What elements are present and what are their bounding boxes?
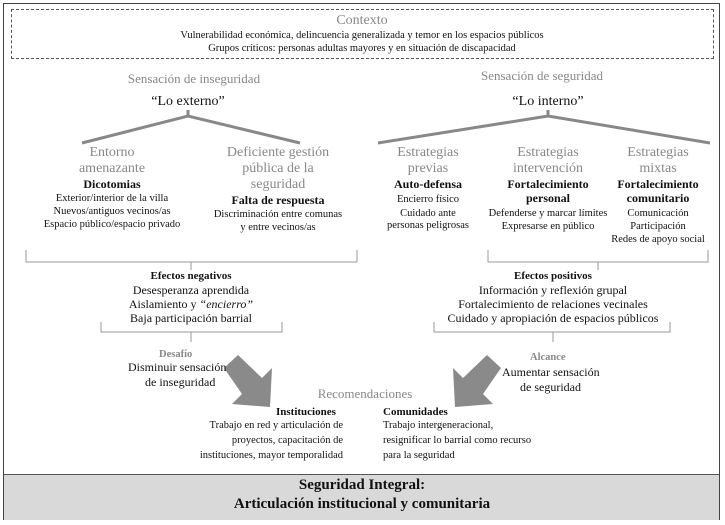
prior-strategies-title-1: Estrategias — [397, 145, 459, 160]
dichotomy-item-1: Exterior/interior de la villa — [55, 193, 169, 204]
recommendations-title: Recomendaciones — [317, 386, 413, 401]
community-strengthening-subtitle-1: Fortalecimiento — [617, 177, 699, 191]
response-item-1: Discriminación entre comunas — [213, 209, 343, 220]
communities-title: Comunidades — [383, 406, 448, 418]
scope-line-2: de seguridad — [520, 380, 581, 394]
challenge-line-2: de inseguridad — [145, 375, 216, 389]
positive-effect-1: Información y reflexión grupal — [478, 283, 628, 297]
external-theme: “Lo externo” — [151, 94, 225, 109]
right-bottom-brace — [433, 322, 671, 333]
dichotomies-subtitle: Dicotomias — [83, 177, 141, 191]
personal-strengthening-subtitle-2: personal — [525, 191, 571, 205]
right-recommendation-arrow — [453, 355, 501, 407]
community-strengthening-subtitle-2: comunitario — [626, 191, 690, 205]
left-top-brace — [25, 250, 358, 263]
negative-effect-1: Desesperanza aprendida — [132, 283, 250, 297]
left-tree-connector — [81, 114, 301, 145]
communities-line-1: Trabajo intergeneracional, — [383, 420, 494, 431]
footer-line-2: Articulación institucional y comunitaria — [233, 496, 491, 512]
negative-effect-2: Aislamiento y “encierro” — [128, 297, 254, 311]
self-defense-item-3: personas peligrosas — [387, 220, 469, 231]
self-defense-item-2: Cuidado ante — [400, 208, 456, 219]
challenge-line-1: Disminuir sensación — [128, 360, 227, 374]
community-item-1: Comunicación — [627, 208, 689, 219]
mixed-strategies-title-1: Estrategias — [627, 145, 689, 160]
integral-security-footer — [4, 474, 719, 520]
positive-effect-3: Cuidado y apropiación de espacios públic… — [447, 311, 659, 325]
threat-environment-title-2: amenazante — [78, 161, 146, 176]
self-defense-item-1: Encierro físico — [396, 194, 460, 205]
personal-item-1: Defenderse y marcar límites — [488, 208, 608, 219]
challenge-title: Desafío — [159, 349, 193, 360]
lack-of-response-subtitle: Falta de respuesta — [231, 193, 325, 207]
institutions-line-1: Trabajo en red y articulación de — [209, 420, 343, 431]
scope-title: Alcance — [530, 352, 566, 363]
right-tree-connector — [377, 114, 711, 145]
right-top-brace — [487, 250, 709, 263]
footer-line-1: Seguridad Integral: — [298, 477, 426, 493]
scope-line-1: Aumentar sensación — [502, 365, 600, 379]
intervention-strategies-title-1: Estrategias — [517, 145, 579, 160]
communities-line-3: para la seguridad — [383, 450, 455, 461]
public-management-title-1: Deficiente gestión — [226, 145, 330, 160]
community-item-2: Participación — [630, 221, 686, 232]
prior-strategies-title-2: previas — [407, 161, 449, 176]
internal-theme: “Lo interno” — [512, 94, 584, 109]
mixed-strategies-title-2: mixtas — [639, 161, 677, 176]
public-management-title-3: seguridad — [250, 177, 306, 192]
dichotomy-item-2: Nuevos/antiguos vecinos/as — [53, 206, 171, 217]
self-defense-subtitle: Auto-defensa — [394, 177, 462, 191]
dichotomy-item-3: Espacio público/espacio privado — [43, 219, 181, 230]
institutions-line-2: proyectos, capacitación de — [231, 435, 343, 446]
response-item-2: y entre vecinos/as — [240, 222, 316, 233]
community-item-3: Redes de apoyo social — [611, 234, 705, 245]
context-box — [11, 9, 714, 59]
positive-effect-2: Fortalecimiento de relaciones vecinales — [458, 297, 648, 311]
insecurity-heading: Sensación de inseguridad — [127, 71, 261, 86]
security-heading: Sensación de seguridad — [480, 68, 604, 83]
communities-line-2: resignificar lo barrial como recurso — [383, 435, 532, 446]
context-line-2: Grupos críticos: personas adultas mayore… — [208, 43, 516, 54]
public-management-title-2: pública de la — [242, 161, 314, 176]
personal-item-2: Expresarse en público — [501, 221, 595, 232]
context-line-1: Vulnerabilidad económica, delincuencia g… — [180, 30, 544, 41]
negative-effect-3: Baja participación barrial — [130, 311, 252, 325]
threat-environment-title-1: Entorno — [89, 145, 135, 160]
positive-effects-title: Efectos positivos — [514, 270, 592, 282]
left-recommendation-arrow — [224, 355, 272, 407]
institutions-line-3: instituciones, mayor temporalidad — [199, 450, 343, 461]
negative-effects-title: Efectos negativos — [150, 270, 232, 282]
intervention-strategies-title-2: intervención — [513, 161, 583, 176]
context-title: Contexto — [336, 13, 388, 28]
personal-strengthening-subtitle-1: Fortalecimiento — [507, 177, 589, 191]
institutions-title: Instituciones — [276, 406, 336, 418]
